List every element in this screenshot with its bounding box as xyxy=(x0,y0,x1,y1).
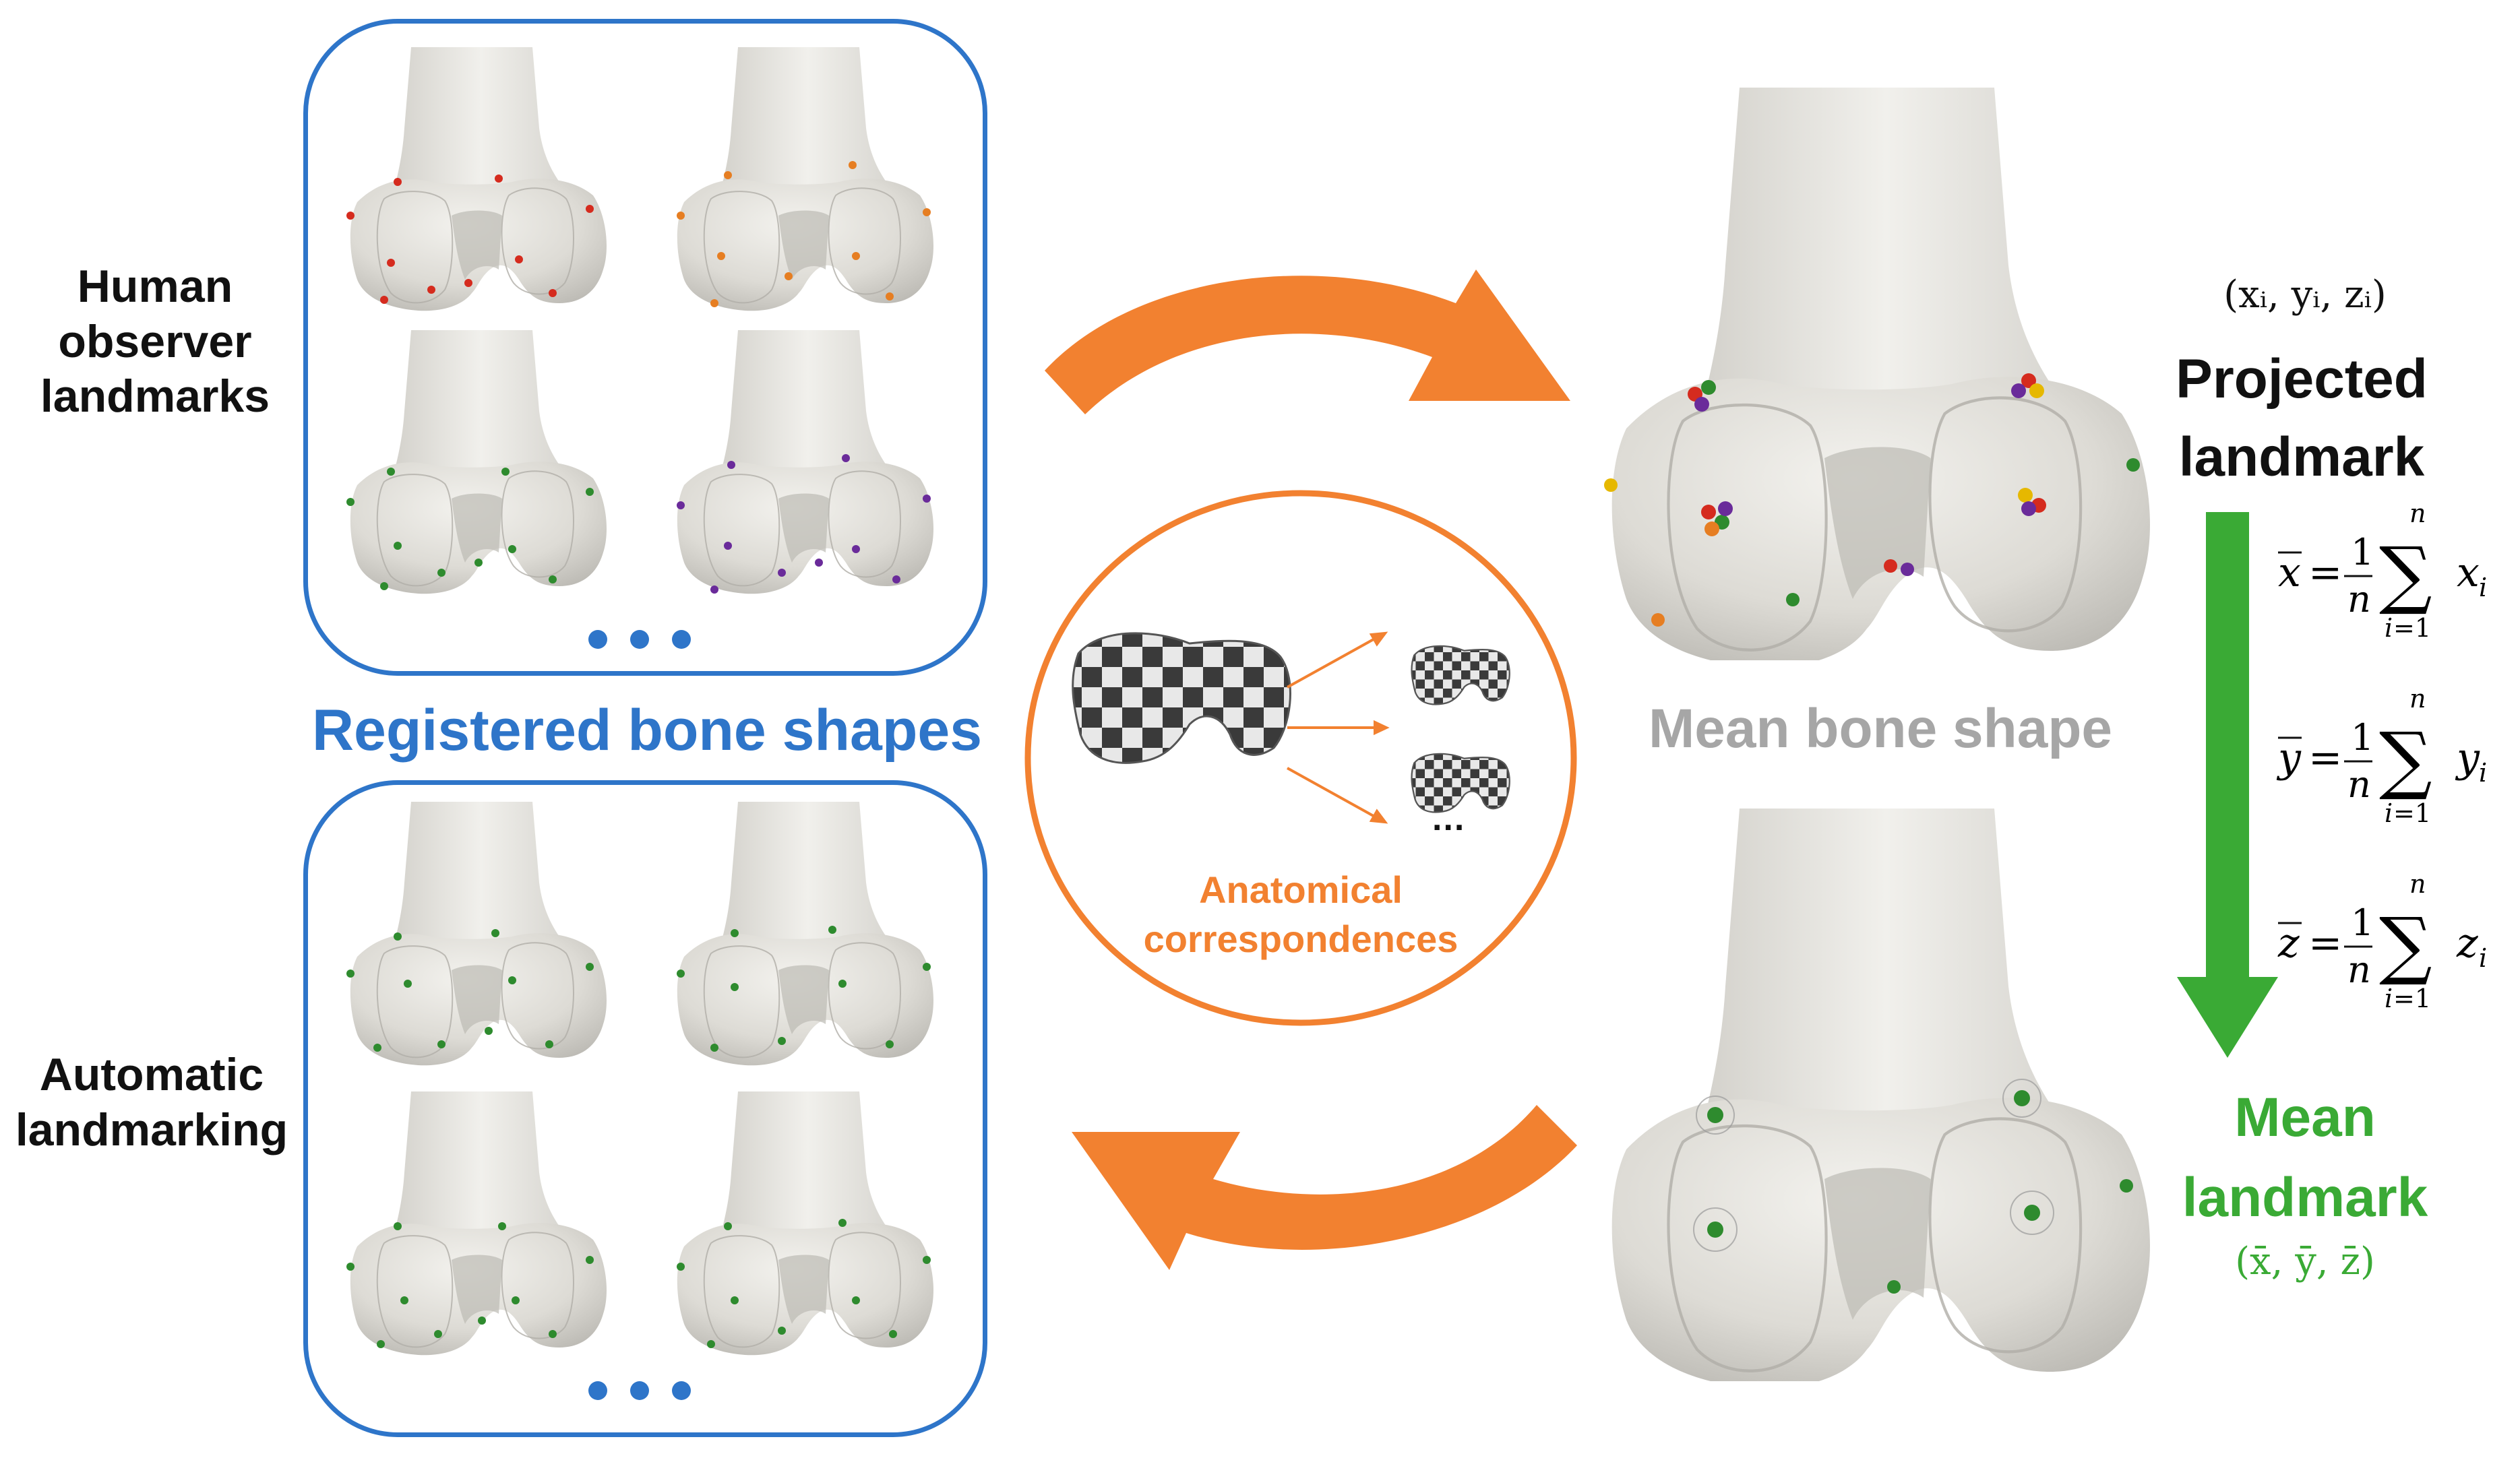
svg-text:=1: =1 xyxy=(2393,613,2431,643)
svg-text:1: 1 xyxy=(2351,716,2374,759)
svg-text:i: i xyxy=(2479,943,2487,973)
mean-bone-shape-label: Mean bone shape xyxy=(1648,698,2113,759)
projected-line-2: landmark xyxy=(2178,426,2425,488)
mean-coordinates: (x̄, ȳ, z̄) xyxy=(2235,1240,2375,1283)
auto-landmarks xyxy=(346,926,931,1348)
svg-text:n: n xyxy=(2347,763,2371,806)
formula-z: z = 1 n n ∑ i=1 z i xyxy=(2277,869,2487,1013)
svg-text:i: i xyxy=(2479,573,2487,602)
ellipsis-correspondences: ... xyxy=(1432,799,1466,838)
projected-coordinates: (xᵢ, yᵢ, zᵢ) xyxy=(2223,273,2387,317)
svg-text:=1: =1 xyxy=(2393,798,2431,828)
svg-text:∑: ∑ xyxy=(2379,716,2432,802)
svg-text:∑: ∑ xyxy=(2379,531,2432,617)
svg-text:i: i xyxy=(2479,758,2487,788)
projected-landmark-clusters xyxy=(1604,373,2140,627)
more-shapes-dots-bottom xyxy=(588,1381,691,1400)
mean-bone-top xyxy=(1604,88,2163,660)
mean-bone-bottom xyxy=(1584,809,2163,1381)
formula-z-var: z xyxy=(2277,920,2300,967)
formula-z-term: z xyxy=(2456,920,2478,967)
registered-bone-shapes-label: Registered bone shapes xyxy=(311,698,983,763)
svg-text:=: = xyxy=(2308,549,2342,596)
formula-y-var: y xyxy=(2276,734,2302,782)
bones-bottom-grid xyxy=(346,801,934,1356)
automatic-line-1: Automatic xyxy=(39,1049,264,1100)
svg-text:n: n xyxy=(2347,949,2371,991)
more-shapes-dots-top xyxy=(588,630,691,649)
automatic-landmarking-label: Automatic landmarking xyxy=(0,1048,303,1158)
svg-text:1: 1 xyxy=(2351,531,2374,573)
purple-landmarks xyxy=(677,454,931,594)
red-landmarks xyxy=(346,175,594,304)
formula-x-term: x xyxy=(2457,549,2480,596)
svg-text:i: i xyxy=(2385,613,2393,643)
automatic-line-2: landmarking xyxy=(15,1104,288,1155)
human-observer-label: Human observer landmarks xyxy=(7,259,303,424)
svg-text:∑: ∑ xyxy=(2379,901,2432,988)
human-observer-line-1: Human xyxy=(77,261,233,312)
formula-x: x = 1 n n ∑ i=1 x i xyxy=(2278,499,2487,643)
mean-landmark-label: Mean landmark xyxy=(2137,1078,2473,1238)
formula-y-term: y xyxy=(2455,734,2480,782)
anatomical-correspondences-label: Anatomical correspondences xyxy=(1105,866,1496,964)
formula-x-var: x xyxy=(2278,549,2301,596)
arrow-to-mean-shape xyxy=(1045,270,1570,414)
svg-text:i: i xyxy=(2385,798,2393,828)
svg-text:n: n xyxy=(2347,578,2371,621)
mean-landmarks xyxy=(1707,1090,2133,1294)
human-observer-line-2: observer xyxy=(58,315,252,367)
human-observer-line-3: landmarks xyxy=(40,371,270,422)
mean-landmark-line-1: Mean xyxy=(2234,1087,2376,1148)
mean-formulas: x = 1 n n ∑ i=1 x i y = 1 n n ∑ i=1 y i … xyxy=(2276,499,2487,1013)
arrow-to-registered xyxy=(1072,1105,1577,1270)
projected-line-1: Projected xyxy=(2176,348,2428,410)
svg-text:=: = xyxy=(2308,920,2342,967)
anatomical-line-1: Anatomical xyxy=(1199,868,1403,911)
svg-text:=1: =1 xyxy=(2393,984,2431,1013)
svg-text:n: n xyxy=(2409,684,2426,714)
anatomical-correspondences-circle xyxy=(1024,490,1577,1026)
svg-text:=: = xyxy=(2308,734,2342,782)
svg-text:i: i xyxy=(2385,984,2393,1013)
green-landmarks-top xyxy=(346,468,594,590)
anatomical-line-2: correspondences xyxy=(1143,917,1458,960)
svg-text:n: n xyxy=(2409,499,2426,528)
orange-landmarks xyxy=(677,161,931,307)
svg-text:n: n xyxy=(2409,869,2426,899)
svg-text:1: 1 xyxy=(2351,901,2374,944)
green-down-arrow xyxy=(2177,512,2278,1058)
mean-landmark-line-2: landmark xyxy=(2182,1166,2428,1228)
bones-top-grid xyxy=(346,46,934,595)
projected-landmark-label: Projected landmark xyxy=(2123,340,2480,497)
formula-y: y = 1 n n ∑ i=1 y i xyxy=(2276,684,2487,828)
